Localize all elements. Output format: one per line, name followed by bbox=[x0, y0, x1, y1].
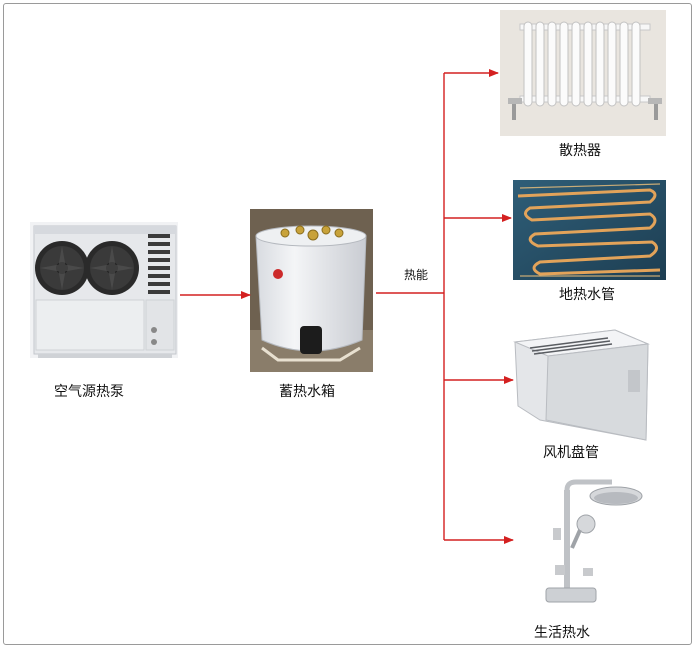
diagram-frame bbox=[3, 3, 692, 645]
radiator-icon bbox=[500, 10, 666, 136]
radiator-label: 散热器 bbox=[559, 143, 601, 159]
storage-tank-label: 蓄热水箱 bbox=[279, 384, 335, 400]
heat-pump-unit-icon bbox=[30, 222, 178, 358]
hot-water-label: 生活热水 bbox=[534, 625, 590, 641]
fan-coil-unit-icon bbox=[513, 329, 650, 441]
heat-pump-label: 空气源热泵 bbox=[54, 384, 124, 400]
storage-tank-icon bbox=[250, 209, 373, 372]
flow-connectors bbox=[180, 69, 514, 544]
floor-heating-label: 地热水管 bbox=[559, 287, 615, 303]
edge-label-heat-energy: 热能 bbox=[404, 268, 429, 282]
floor-heating-pipes-icon bbox=[513, 180, 666, 280]
shower-icon bbox=[545, 479, 643, 603]
fan-coil-label: 风机盘管 bbox=[543, 445, 599, 461]
